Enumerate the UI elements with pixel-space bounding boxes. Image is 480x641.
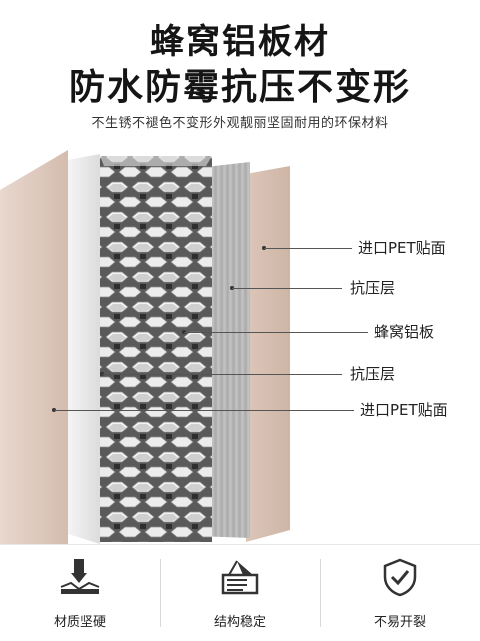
- pet-face-left: [0, 150, 68, 550]
- feature-crack-resistant: 不易开裂: [320, 545, 480, 641]
- page-subtitle-headline: 防水防霉抗压不变形: [68, 67, 411, 108]
- callout-pet-top: 进口PET贴面: [358, 239, 446, 257]
- divider-1: [160, 559, 161, 627]
- callout-line-1: [264, 248, 352, 249]
- callout-line-4: [102, 374, 342, 375]
- callout-line-3: [184, 332, 368, 333]
- feature-structure-label: 结构稳定: [213, 615, 266, 630]
- panel-illustration: 进口PET贴面 抗压层 蜂窝铝板 抗压层 进口PET贴面: [0, 150, 480, 550]
- tagline: 不生锈不褪色不变形外观靓丽坚固耐用的环保材料: [91, 116, 389, 131]
- callout-line-2: [232, 288, 342, 289]
- pressure-layer-left: [68, 154, 100, 544]
- feature-hardness-label: 材质坚硬: [53, 615, 106, 630]
- feature-hardness: 材质坚硬: [0, 545, 160, 641]
- callout-honeycomb: 蜂窝铝板: [374, 323, 435, 341]
- feature-structure: 结构稳定: [160, 545, 320, 641]
- callout-pet-bottom: 进口PET贴面: [360, 401, 448, 419]
- feature-crack-resistant-label: 不易开裂: [373, 615, 426, 630]
- pet-face-right: [246, 166, 290, 542]
- callout-line-5: [54, 410, 354, 411]
- page-title: 蜂窝铝板材: [150, 22, 330, 62]
- honeycomb-panel-cutaway: [0, 150, 290, 550]
- honeycomb-core: [100, 156, 212, 542]
- structure-icon: [221, 560, 259, 595]
- hardness-icon: [60, 559, 100, 594]
- callout-pressure-top: 抗压层: [350, 279, 396, 297]
- divider-2: [320, 559, 321, 627]
- shield-check-icon: [383, 558, 417, 597]
- callout-pressure-bottom: 抗压层: [350, 365, 396, 383]
- feature-bar: 材质坚硬 结构稳定 不易开裂: [0, 544, 480, 641]
